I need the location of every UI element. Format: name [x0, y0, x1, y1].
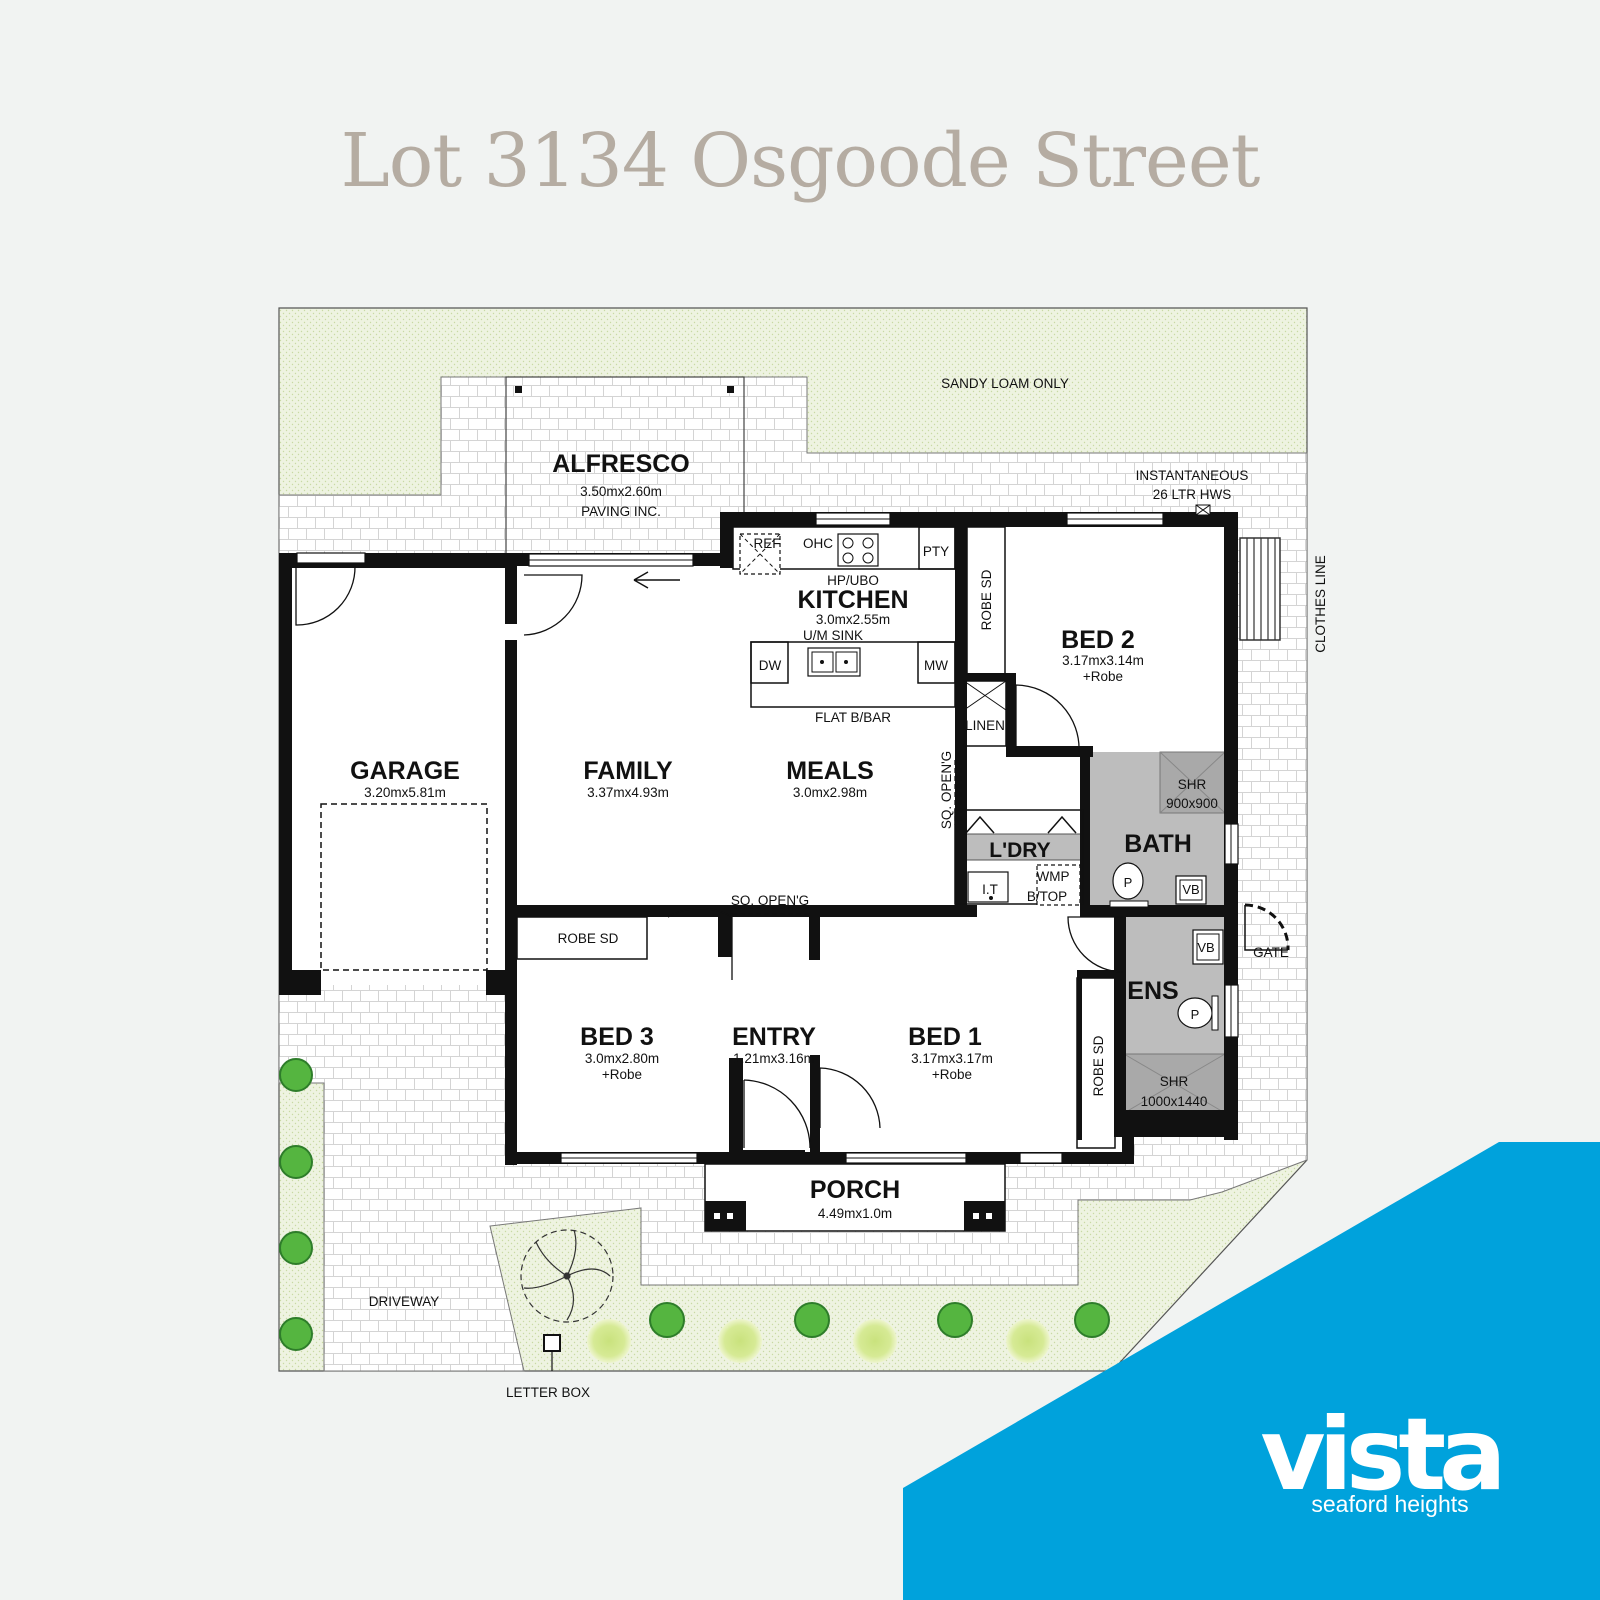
porch-slab	[704, 1163, 1006, 1232]
rooms-kitchen-name-text: KITCHEN	[797, 586, 908, 614]
shrubs	[279, 1058, 1110, 1363]
rooms-porch-dims-text: 4.49mx1.0m	[818, 1206, 892, 1221]
rooms-bed3-note-text: +Robe	[602, 1067, 642, 1082]
labels-vb-text: VB	[1197, 940, 1214, 955]
labels-shr-ens-size-text: 1000x1440	[1141, 1094, 1208, 1109]
labels-sq-openg-text: SQ. OPEN'G	[731, 893, 809, 908]
rooms-bed3-dims-text: 3.0mx2.80m	[585, 1051, 659, 1066]
rooms-bed1-note-text: +Robe	[932, 1067, 972, 1082]
rooms-garage-dims-text: 3.20mx5.81m	[364, 785, 446, 800]
labels-sq-openg-text: SQ. OPEN'G	[939, 751, 954, 829]
letter-box	[543, 1334, 561, 1352]
labels-driveway-text: DRIVEWAY	[369, 1294, 440, 1309]
labels-it-text: I.T	[982, 882, 998, 897]
labels-sandy-loam-text: SANDY LOAM ONLY	[941, 376, 1069, 391]
rooms-meals-dims-text: 3.0mx2.98m	[793, 785, 867, 800]
labels-hws-text: 26 LTR HWS	[1153, 487, 1232, 502]
labels-flat-bbar-text: FLAT B/BAR	[815, 710, 891, 725]
labels-pty-text: PTY	[923, 544, 949, 559]
labels-btop-text: B/TOP	[1027, 889, 1067, 904]
rooms-bed2-note-text: +Robe	[1083, 669, 1123, 684]
rooms-laundry-name-text: L'DRY	[989, 839, 1050, 862]
brand-logo: vista	[1260, 1396, 1499, 1513]
laundry-trough	[967, 871, 1009, 903]
garage-car-outline	[320, 803, 488, 971]
labels-robe-sd-text: ROBE SD	[558, 931, 619, 946]
labels-robe-sd-text: ROBE SD	[979, 569, 994, 630]
vanity-bath	[1175, 875, 1207, 905]
page-title: Lot 3134 Osgoode Street	[340, 118, 1261, 204]
robe-bed3	[516, 916, 648, 960]
rooms-alfresco-dims-text: 3.50mx2.60m	[580, 484, 662, 499]
rooms-garage-name-text: GARAGE	[350, 757, 460, 785]
rooms-alfresco-name-text: ALFRESCO	[552, 450, 690, 478]
labels-wmp-text: WMP	[1037, 869, 1070, 884]
labels-gate-text: GATE	[1253, 945, 1289, 960]
labels-dw-text: DW	[759, 658, 782, 673]
rooms-bed2-dims-text: 3.17mx3.14m	[1062, 653, 1144, 668]
rooms-bath-name-text: BATH	[1124, 830, 1192, 858]
brand-panel	[903, 1142, 1600, 1600]
rooms-bed2-name-text: BED 2	[1061, 626, 1135, 654]
rooms-ens-name-text: ENS	[1127, 977, 1178, 1005]
labels-shr-bath-size-text: 900x900	[1166, 796, 1218, 811]
robe-bed2	[966, 526, 1006, 675]
vanity-ens	[1192, 929, 1224, 965]
rooms-kitchen-dims-text: 3.0mx2.55m	[816, 612, 890, 627]
labels-mw-text: MW	[924, 658, 948, 673]
labels-p-text: P	[1191, 1007, 1200, 1022]
rooms-porch-name-text: PORCH	[810, 1176, 900, 1204]
labels-linen-text: LINEN	[965, 718, 1005, 733]
labels-ohc-text: OHC	[803, 536, 833, 551]
labels-robe-sd-text: ROBE SD	[1091, 1035, 1106, 1096]
rooms-entry-dims-text: 1.21mx3.16m	[733, 1051, 815, 1066]
rooms-bed3-name-text: BED 3	[580, 1023, 654, 1051]
labels-um-sink-text: U/M SINK	[803, 628, 863, 643]
toilet-bath	[1112, 862, 1144, 900]
robe-bed1	[1076, 977, 1116, 1149]
linen-cupboard	[963, 680, 1007, 747]
feature-tree	[520, 1229, 614, 1323]
labels-instantaneous-text: INSTANTANEOUS	[1136, 468, 1249, 483]
rooms-alfresco-note-text: PAVING INC.	[581, 504, 661, 519]
brand-tagline: seaford heights	[1311, 1491, 1468, 1517]
rooms-bed1-dims-text: 3.17mx3.17m	[911, 1051, 993, 1066]
rooms-bed1-name-text: BED 1	[908, 1023, 982, 1051]
labels-shr-text: SHR	[1160, 1074, 1189, 1089]
labels-ref-text: REF	[754, 536, 781, 551]
labels-clothes-line-text: CLOTHES LINE	[1313, 555, 1328, 653]
labels-shr-text: SHR	[1178, 777, 1207, 792]
rooms-family-name-text: FAMILY	[583, 757, 673, 785]
labels-p-text: P	[1124, 875, 1133, 890]
door-swings	[295, 565, 1290, 1149]
kitchen-sink	[807, 647, 861, 677]
rooms-meals-name-text: MEALS	[786, 757, 874, 785]
clothes-line	[1239, 537, 1281, 641]
rooms-entry-name-text: ENTRY	[732, 1023, 816, 1051]
labels-hp-ubo-text: HP/UBO	[827, 573, 879, 588]
labels-letter-box-text: LETTER BOX	[506, 1385, 590, 1400]
rooms-family-dims-text: 3.37mx4.93m	[587, 785, 669, 800]
labels-vb-text: VB	[1182, 882, 1199, 897]
